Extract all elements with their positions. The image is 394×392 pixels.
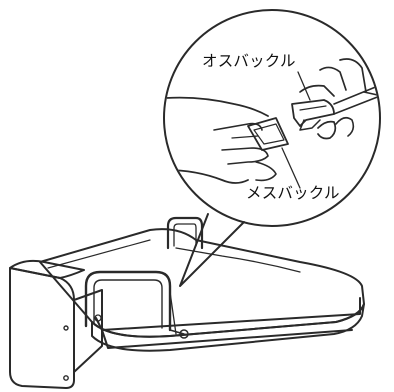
female-buckle-label: メスバックル — [246, 184, 340, 202]
male-buckle-label: オスバックル — [202, 52, 296, 70]
left-hand — [166, 98, 276, 183]
male-buckle-leader — [298, 72, 310, 100]
female-buckle — [248, 118, 288, 150]
female-buckle-leader — [282, 148, 300, 188]
